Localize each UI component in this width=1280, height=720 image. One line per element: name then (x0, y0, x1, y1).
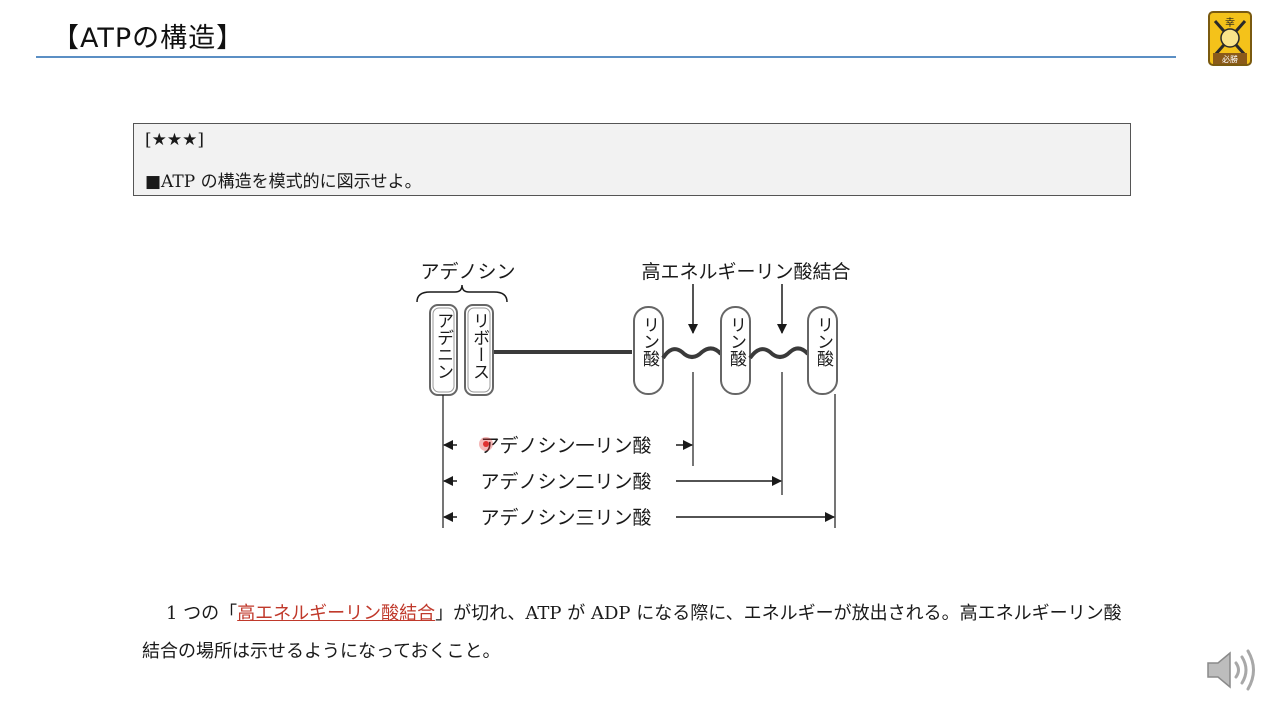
question-prompt: ■ATP の構造を模式的に図示せよ。 (145, 172, 422, 192)
sound-wave-small (1234, 661, 1240, 679)
ribose-label: リボース (469, 312, 489, 380)
adenine-label: アデニン (433, 312, 453, 380)
amp-label: アデノシン一リン酸 (480, 435, 651, 457)
adenosine-label: アデノシン (420, 261, 515, 283)
adp-label: アデノシン二リン酸 (480, 471, 651, 493)
atp-label: アデノシン三リン酸 (480, 507, 651, 529)
phosphate-2-box (720, 306, 751, 395)
sound-wave-medium (1240, 655, 1248, 685)
adenosine-brace (416, 284, 508, 303)
speaker-body (1207, 651, 1231, 689)
question-box: [★★★] ■ATP の構造を模式的に図示せよ。 (133, 123, 1131, 196)
phosphate-1-label: リン酸 (639, 316, 660, 367)
good-luck-badge-icon: 幸 必勝 (1208, 11, 1252, 66)
explanation-part-1: 1 つの「 (166, 603, 238, 624)
high-energy-bond-label: 高エネルギーリン酸結合 (641, 261, 850, 283)
highlighted-term: 高エネルギーリン酸結合 (237, 603, 436, 624)
page-title: 【ATPの構造】 (52, 23, 245, 54)
high-energy-bond-2 (748, 346, 810, 360)
explanation-text: 1 つの「高エネルギーリン酸結合」が切れ、ATP が ADP になる際に、エネル… (142, 595, 1132, 671)
speaker-icon[interactable] (1204, 645, 1260, 695)
logo-text-bottom: 必勝 (1222, 54, 1238, 64)
logo-text-top: 幸 (1225, 17, 1235, 29)
phosphate-3-box (807, 306, 838, 395)
phosphate-1-box (633, 306, 664, 395)
sound-wave-large (1246, 649, 1255, 691)
ribose-box (464, 304, 494, 396)
difficulty-stars: [★★★] (145, 130, 204, 150)
phosphate-2-label: リン酸 (726, 316, 747, 367)
high-energy-bond-1 (661, 346, 723, 360)
phosphate-3-label: リン酸 (813, 316, 834, 367)
explanation-part-2: 」が切れ、ATP が ADP になる際に、エネルギーが放出される。高エネルギーリ… (142, 603, 1122, 662)
title-divider (36, 56, 1176, 58)
